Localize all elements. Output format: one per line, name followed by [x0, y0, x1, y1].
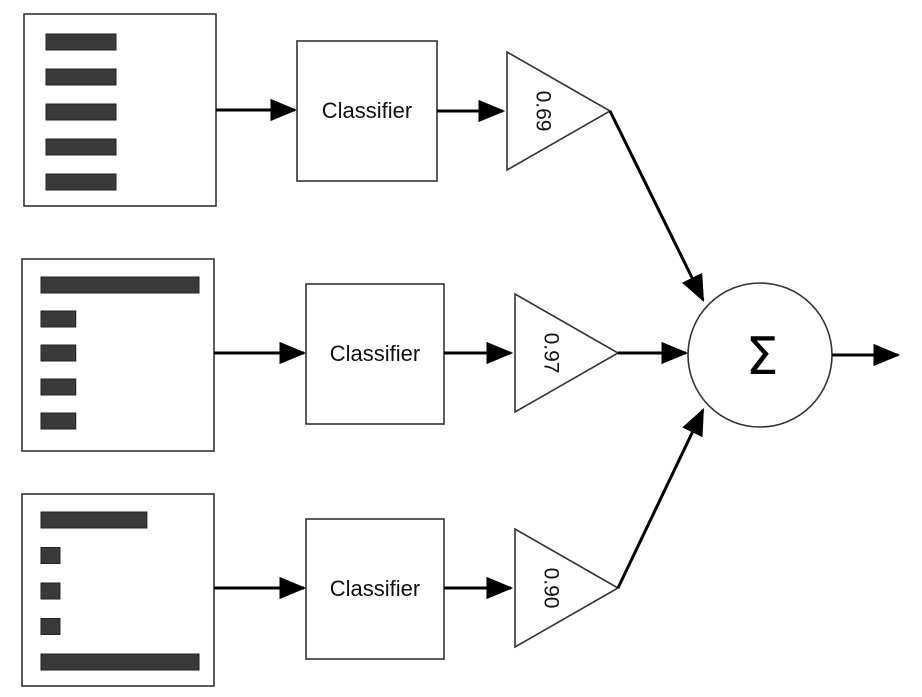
weight-triangle-3 [514, 527, 620, 649]
feature-bar-1-3 [45, 103, 117, 121]
feature-bars-3 [40, 511, 200, 671]
feature-bar-3-5 [40, 653, 200, 671]
feature-bar-2-1 [40, 276, 200, 294]
weight-label-3: 0.90 [540, 568, 563, 609]
feature-bar-2-4 [40, 378, 77, 396]
feature-bar-2-2 [40, 310, 77, 328]
feature-bar-1-5 [45, 173, 117, 191]
weight-triangle-1 [506, 50, 612, 172]
classifier-label-2: Classifier [330, 341, 420, 366]
classifier-box-3 [305, 518, 445, 660]
row-3: Classifier 0.90 [21, 407, 705, 687]
feature-bar-1-2 [45, 68, 117, 86]
weight-triangle-2 [514, 292, 620, 414]
feature-bar-3-2 [40, 547, 61, 564]
row-1: Classifier 0.69 [23, 13, 705, 303]
classifier-label-1: Classifier [322, 98, 412, 123]
row-2: Classifier 0.97 [21, 258, 689, 452]
feature-bar-3-3 [40, 582, 61, 600]
arrow-weight-to-sum-3 [616, 407, 705, 589]
weight-label-2: 0.97 [540, 333, 563, 374]
weight-label-1: 0.69 [532, 91, 555, 132]
feature-bars-2 [40, 276, 200, 430]
feature-bar-1-1 [45, 33, 117, 51]
feature-bar-2-3 [40, 344, 77, 362]
feature-bar-3-1 [40, 511, 148, 529]
feature-bar-2-5 [40, 412, 77, 430]
arrow-weight-to-sum-1 [608, 110, 705, 303]
classifier-label-3: Classifier [330, 576, 420, 601]
feature-bar-1-4 [45, 138, 117, 156]
feature-bars-1 [45, 33, 117, 191]
summation-node: Σ [687, 282, 901, 428]
sigma-symbol: Σ [746, 327, 779, 387]
classifier-box-1 [296, 40, 438, 182]
feature-bar-3-4 [40, 618, 61, 635]
